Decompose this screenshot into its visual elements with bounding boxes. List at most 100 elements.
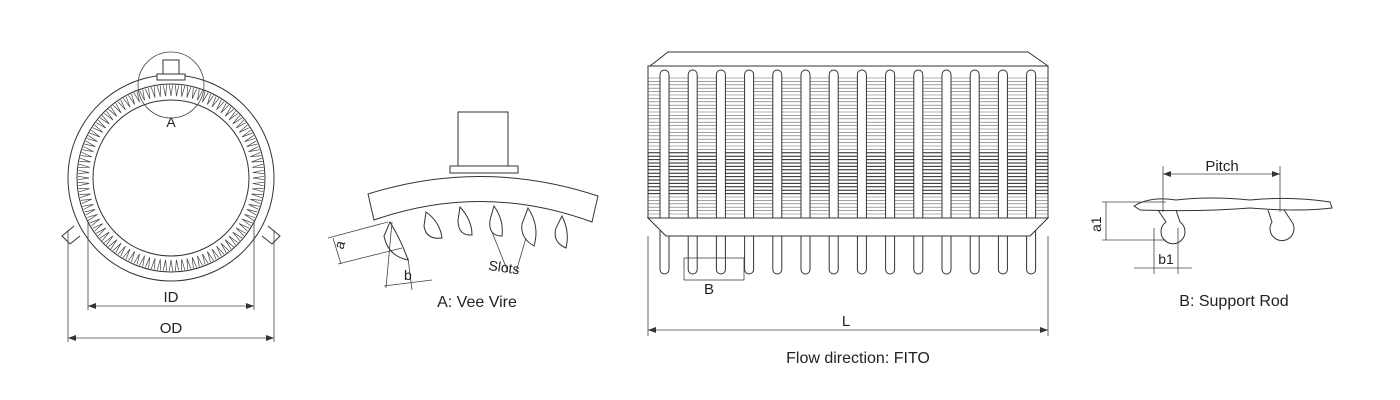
ring-tooth (156, 85, 161, 97)
horizontal-wires (648, 77, 1048, 215)
ring-tooth (112, 242, 122, 253)
ring-tooth (79, 193, 91, 199)
left-lug (61, 225, 81, 245)
ring-tooth (78, 182, 90, 187)
support-rod (885, 69, 896, 275)
b-dim-line (383, 279, 433, 287)
ring-teeth (77, 84, 265, 272)
support-rod (1026, 69, 1037, 275)
ring-tooth (251, 193, 263, 199)
ring-tooth (228, 235, 239, 246)
ring-tooth (96, 119, 107, 129)
ring-tooth (197, 89, 203, 101)
detail-b-box (683, 257, 745, 281)
ring-tooth (216, 245, 225, 257)
ring-tooth (224, 106, 234, 117)
wire-tooth (423, 211, 443, 239)
outer-ring-inner (76, 83, 266, 273)
wire-tooth (489, 204, 503, 237)
ring-tooth (156, 259, 161, 271)
rod-left (1157, 209, 1186, 245)
ring-tooth (80, 151, 92, 158)
ring-tooth (251, 157, 263, 163)
vee-wire-detail: a b Slots A: Vee Vire (327, 111, 599, 311)
ring-tooth (252, 175, 265, 181)
ring-tooth (175, 259, 180, 271)
ring-tooth (252, 182, 264, 187)
support-rod (856, 69, 867, 275)
top-stub (162, 59, 180, 75)
wire-tooth (383, 220, 409, 261)
b1-label: b1 (1158, 251, 1174, 267)
id-label: ID (164, 289, 179, 306)
support-rod (772, 69, 783, 275)
support-rod-detail: Pitch a1 b1 B: Support Rod (1088, 158, 1333, 310)
ring-tooth (139, 89, 145, 101)
ring-tooth (78, 163, 90, 168)
ring-tooth (117, 99, 126, 111)
ring-tooth (238, 223, 250, 232)
ring-tooth (144, 87, 151, 99)
ring-tooth (128, 93, 136, 105)
ring-tooth (246, 140, 258, 147)
ring-tooth (162, 259, 167, 271)
ring-tooth (92, 223, 104, 232)
ring-tooth (103, 235, 114, 246)
top-bevel (649, 51, 1049, 67)
support-rod (744, 69, 755, 275)
support-rod (715, 69, 726, 275)
ring-tooth (220, 103, 230, 114)
ring-tooth (244, 135, 256, 143)
support-block (457, 111, 509, 167)
length-label: L (842, 313, 850, 330)
ring-tooth (186, 258, 192, 270)
ring-tooth (197, 255, 203, 267)
ring-tooth (84, 209, 96, 216)
ring-tooth (202, 91, 209, 103)
b-ext-left (385, 221, 393, 289)
inner-circle (92, 99, 250, 257)
ring-tooth (250, 151, 262, 158)
support-rod (969, 69, 980, 275)
ring-tooth (96, 227, 107, 237)
ring-tooth (86, 135, 98, 143)
ring-tooth (122, 248, 131, 260)
top-stub-base (156, 73, 186, 81)
a-label: a (331, 238, 349, 251)
b-label: b (404, 267, 412, 283)
ring-tooth (108, 106, 118, 117)
a-ext-bottom (337, 247, 403, 265)
ring-tooth (78, 169, 90, 174)
slot-leader-right (515, 237, 527, 273)
ring-tooth (112, 103, 122, 114)
ring-tooth (238, 124, 250, 133)
ring-tooth (186, 86, 192, 98)
ring-tooth (92, 124, 104, 133)
rod-caption: B: Support Rod (1179, 293, 1288, 310)
ring-tooth (175, 85, 180, 97)
a1-label: a1 (1088, 216, 1104, 232)
a-dim-line (332, 237, 342, 265)
ring-tooth (232, 115, 243, 125)
ring-tooth (191, 87, 198, 99)
support-rod (828, 69, 839, 275)
end-ring (646, 217, 1050, 237)
ring-tooth (246, 209, 258, 216)
right-lug (261, 225, 281, 245)
ring-tooth (144, 257, 151, 269)
ring-tooth (250, 198, 262, 205)
ring-tooth (181, 85, 186, 97)
ring-tooth (191, 257, 198, 269)
ring-tooth (211, 96, 220, 108)
ring-tooth (168, 259, 174, 272)
ring-tooth (79, 157, 91, 163)
ring-tooth (133, 253, 140, 265)
ring-tooth (99, 231, 110, 241)
ring-tooth (80, 198, 92, 205)
outer-ring-outer (67, 74, 275, 282)
b-ext-right (407, 257, 413, 291)
support-rod (913, 69, 924, 275)
ring-tooth (150, 86, 156, 98)
wire-profile (1133, 197, 1333, 212)
